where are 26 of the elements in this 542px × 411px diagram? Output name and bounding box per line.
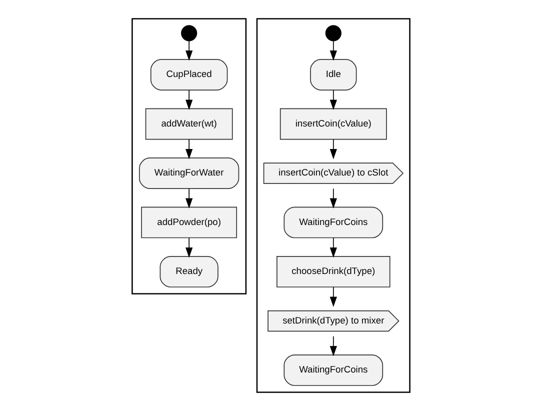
arrow [330,40,337,61]
node-box: addWater(wt) [145,108,233,140]
arrow [186,188,193,208]
arrow [186,40,193,61]
node-box: Ready [160,256,218,288]
node-circle [181,25,198,42]
arrow [330,286,337,307]
node-box: addPowder(po) [141,206,238,238]
node-box: chooseDrink(dType) [276,256,390,288]
node-box: Idle [310,59,357,90]
node-box: WaitingForCoins [284,354,384,386]
arrow [330,90,337,110]
node-box: WaitingForCoins [284,206,384,238]
arrow [186,237,193,258]
node-box: insertCoin(cValue) [280,108,387,140]
cluster [132,18,247,294]
arrow [186,138,193,160]
node-box: WaitingForWater [138,158,240,189]
arrow [330,336,337,356]
arrow [186,90,193,110]
arrow [330,138,337,160]
node-box: CupPlaced [150,59,228,90]
node-circle [325,25,342,42]
arrow [330,237,337,258]
cluster [256,18,410,393]
arrow [330,188,337,208]
